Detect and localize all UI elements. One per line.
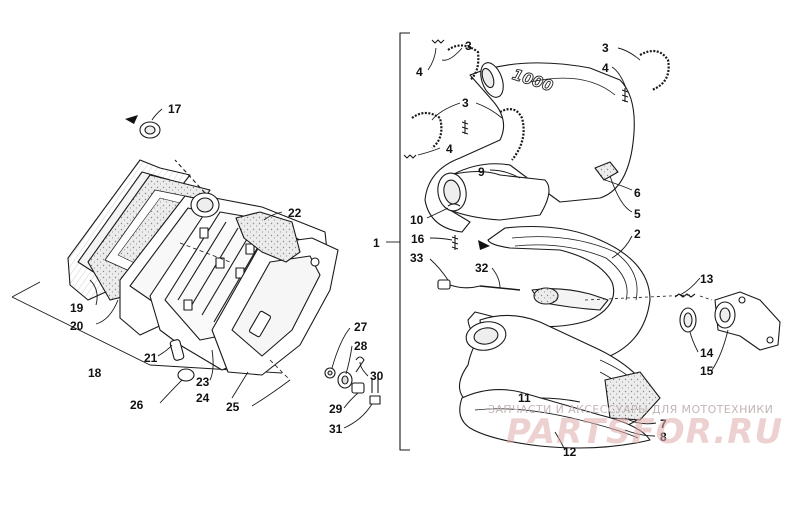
grommet-26 bbox=[177, 368, 195, 382]
callout-23: 23 bbox=[196, 375, 210, 389]
spring-10 bbox=[447, 203, 461, 207]
callout-31: 31 bbox=[329, 422, 343, 436]
callout-7: 7 bbox=[660, 417, 667, 431]
callout-3-right: 3 bbox=[602, 41, 609, 55]
callout-33: 33 bbox=[410, 251, 424, 265]
watermark-logo: PARTSFOR.RU bbox=[506, 412, 784, 452]
spring-4b bbox=[461, 120, 469, 135]
clamp-3a bbox=[447, 44, 480, 81]
clamp-3d bbox=[639, 49, 670, 92]
callout-32: 32 bbox=[475, 261, 489, 275]
callout-8: 8 bbox=[660, 430, 667, 444]
callout-17: 17 bbox=[168, 102, 182, 116]
callout-21: 21 bbox=[144, 351, 158, 365]
clamp-3b bbox=[411, 111, 443, 149]
expansion-chamber: 1000 bbox=[424, 62, 781, 449]
callout-25: 25 bbox=[226, 400, 240, 414]
spacer-29 bbox=[351, 382, 365, 394]
callout-2: 2 bbox=[634, 227, 641, 241]
spring-16 bbox=[451, 235, 459, 250]
heat-shield-8 bbox=[604, 371, 661, 421]
callout-labels: 1 2 3 3 3 4 4 4 5 6 7 8 9 10 11 12 13 14… bbox=[70, 39, 714, 459]
y-pipe bbox=[424, 62, 635, 233]
callout-4-left: 4 bbox=[446, 142, 453, 156]
callout-15: 15 bbox=[700, 364, 714, 378]
callout-27: 27 bbox=[354, 320, 368, 334]
spring-13 bbox=[674, 293, 696, 298]
bolt-31 bbox=[369, 395, 381, 405]
callout-11: 11 bbox=[518, 391, 531, 405]
callout-18: 18 bbox=[88, 366, 102, 380]
callout-5: 5 bbox=[634, 207, 641, 221]
callout-12: 12 bbox=[563, 445, 577, 459]
callout-6: 6 bbox=[634, 186, 641, 200]
spring-4a bbox=[431, 39, 445, 44]
arrow-16 bbox=[478, 240, 490, 250]
clamps-and-springs bbox=[403, 39, 670, 161]
spring-4d bbox=[621, 88, 629, 103]
callout-20: 20 bbox=[70, 319, 84, 333]
callout-30: 30 bbox=[370, 369, 384, 383]
callout-28: 28 bbox=[354, 339, 368, 353]
watermark-subtitle: ЗАПЧАСТИ И АКСЕССУАРЫ ДЛЯ МОТОТЕХНИКИ bbox=[488, 403, 774, 416]
callout-4-top: 4 bbox=[416, 65, 423, 79]
callout-3-top: 3 bbox=[465, 39, 472, 53]
arrow-17 bbox=[125, 115, 138, 124]
leader-lines bbox=[89, 47, 729, 451]
clamp-3c bbox=[499, 107, 525, 161]
callout-19: 19 bbox=[70, 301, 84, 315]
callout-3-mid: 3 bbox=[462, 96, 469, 110]
callout-29: 29 bbox=[329, 402, 343, 416]
callout-bracket-1 bbox=[399, 32, 410, 451]
callout-9: 9 bbox=[478, 165, 485, 179]
callout-1: 1 bbox=[373, 236, 380, 250]
silencer-top-cover bbox=[235, 211, 301, 263]
callout-10: 10 bbox=[410, 213, 424, 227]
callout-26: 26 bbox=[130, 398, 144, 412]
callout-16: 16 bbox=[411, 232, 425, 246]
bottom-guard bbox=[459, 389, 651, 449]
callout-4-right: 4 bbox=[602, 61, 609, 75]
silencer-assembly bbox=[11, 115, 339, 382]
spring-4c bbox=[403, 154, 417, 159]
callout-22: 22 bbox=[288, 206, 302, 220]
spring-clip-30 bbox=[355, 356, 365, 373]
sensor-plug-33 bbox=[437, 279, 451, 290]
callout-14: 14 bbox=[700, 346, 714, 360]
callout-13: 13 bbox=[700, 272, 714, 286]
callout-24: 24 bbox=[196, 391, 210, 405]
heat-label-5 bbox=[594, 161, 619, 181]
